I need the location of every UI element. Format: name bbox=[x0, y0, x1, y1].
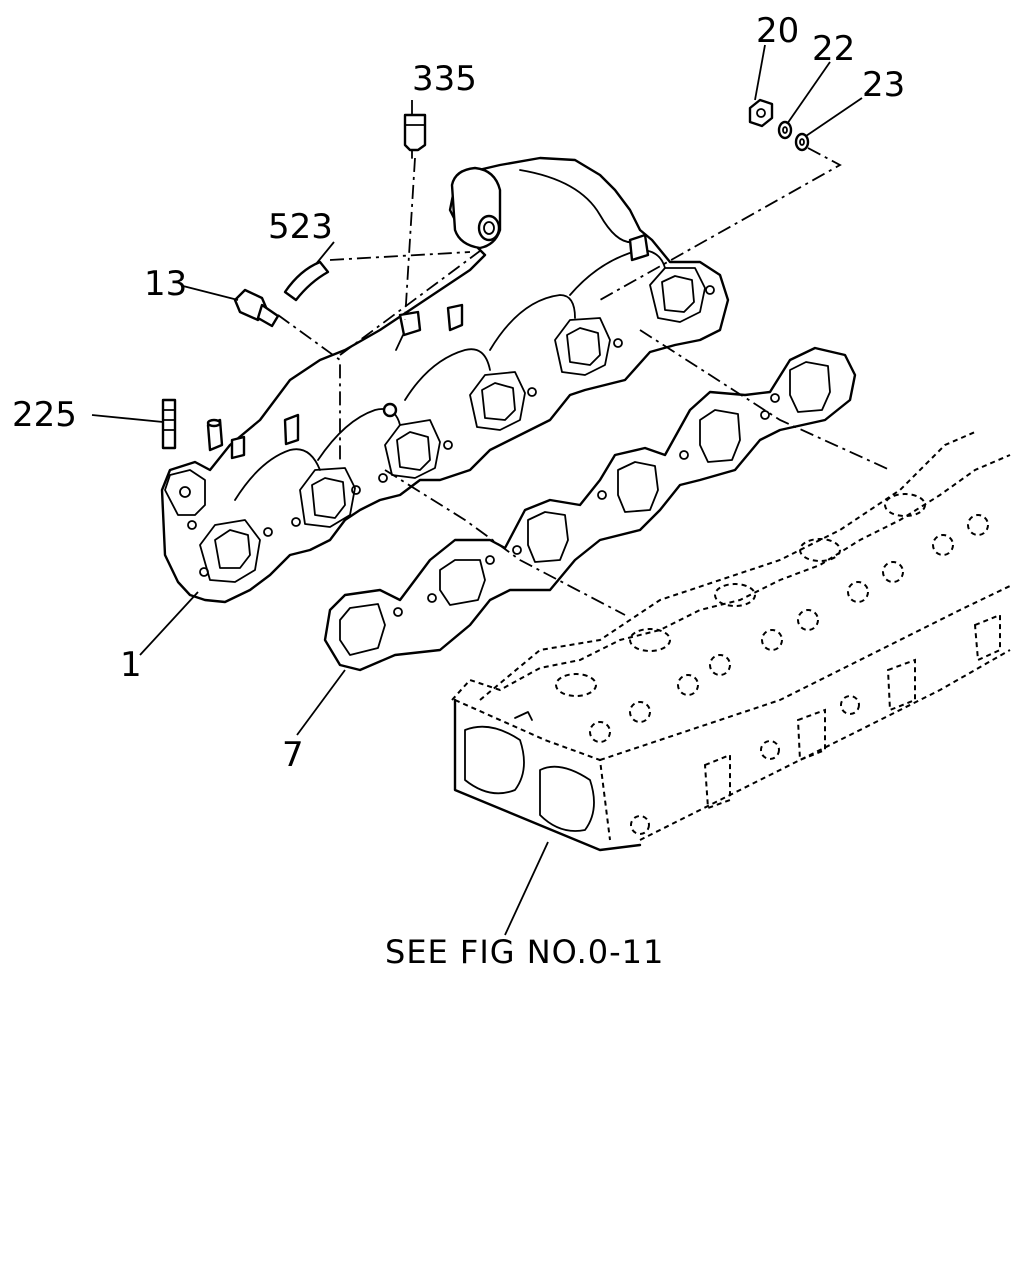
stud-part-225 bbox=[161, 398, 177, 450]
washer-part-22 bbox=[777, 120, 793, 140]
callout-20: 20 bbox=[756, 11, 799, 51]
exhaust-manifold bbox=[160, 156, 730, 604]
callout-22: 22 bbox=[812, 29, 855, 69]
callout-labels: 20 22 23 335 523 13 225 1 7 bbox=[12, 11, 905, 775]
leader-lines bbox=[91, 44, 863, 936]
manifold-gasket bbox=[323, 346, 857, 672]
washer-part-23 bbox=[794, 132, 810, 152]
cylinder-head bbox=[451, 431, 1013, 852]
fitting-part-13 bbox=[233, 288, 280, 328]
callout-13: 13 bbox=[144, 264, 187, 304]
reference-note: SEE FIG NO.0-11 bbox=[385, 933, 664, 971]
assembly-center-lines bbox=[277, 147, 891, 616]
callout-225: 225 bbox=[12, 395, 77, 435]
callout-335: 335 bbox=[412, 59, 477, 99]
hose-part-523 bbox=[283, 260, 330, 302]
connector-fitting bbox=[395, 310, 422, 351]
nut-part-20 bbox=[748, 98, 774, 128]
callout-1: 1 bbox=[120, 645, 142, 685]
plug-part-335 bbox=[403, 113, 427, 159]
callout-523: 523 bbox=[268, 207, 333, 247]
callout-23: 23 bbox=[862, 65, 905, 105]
callout-7: 7 bbox=[282, 735, 304, 775]
